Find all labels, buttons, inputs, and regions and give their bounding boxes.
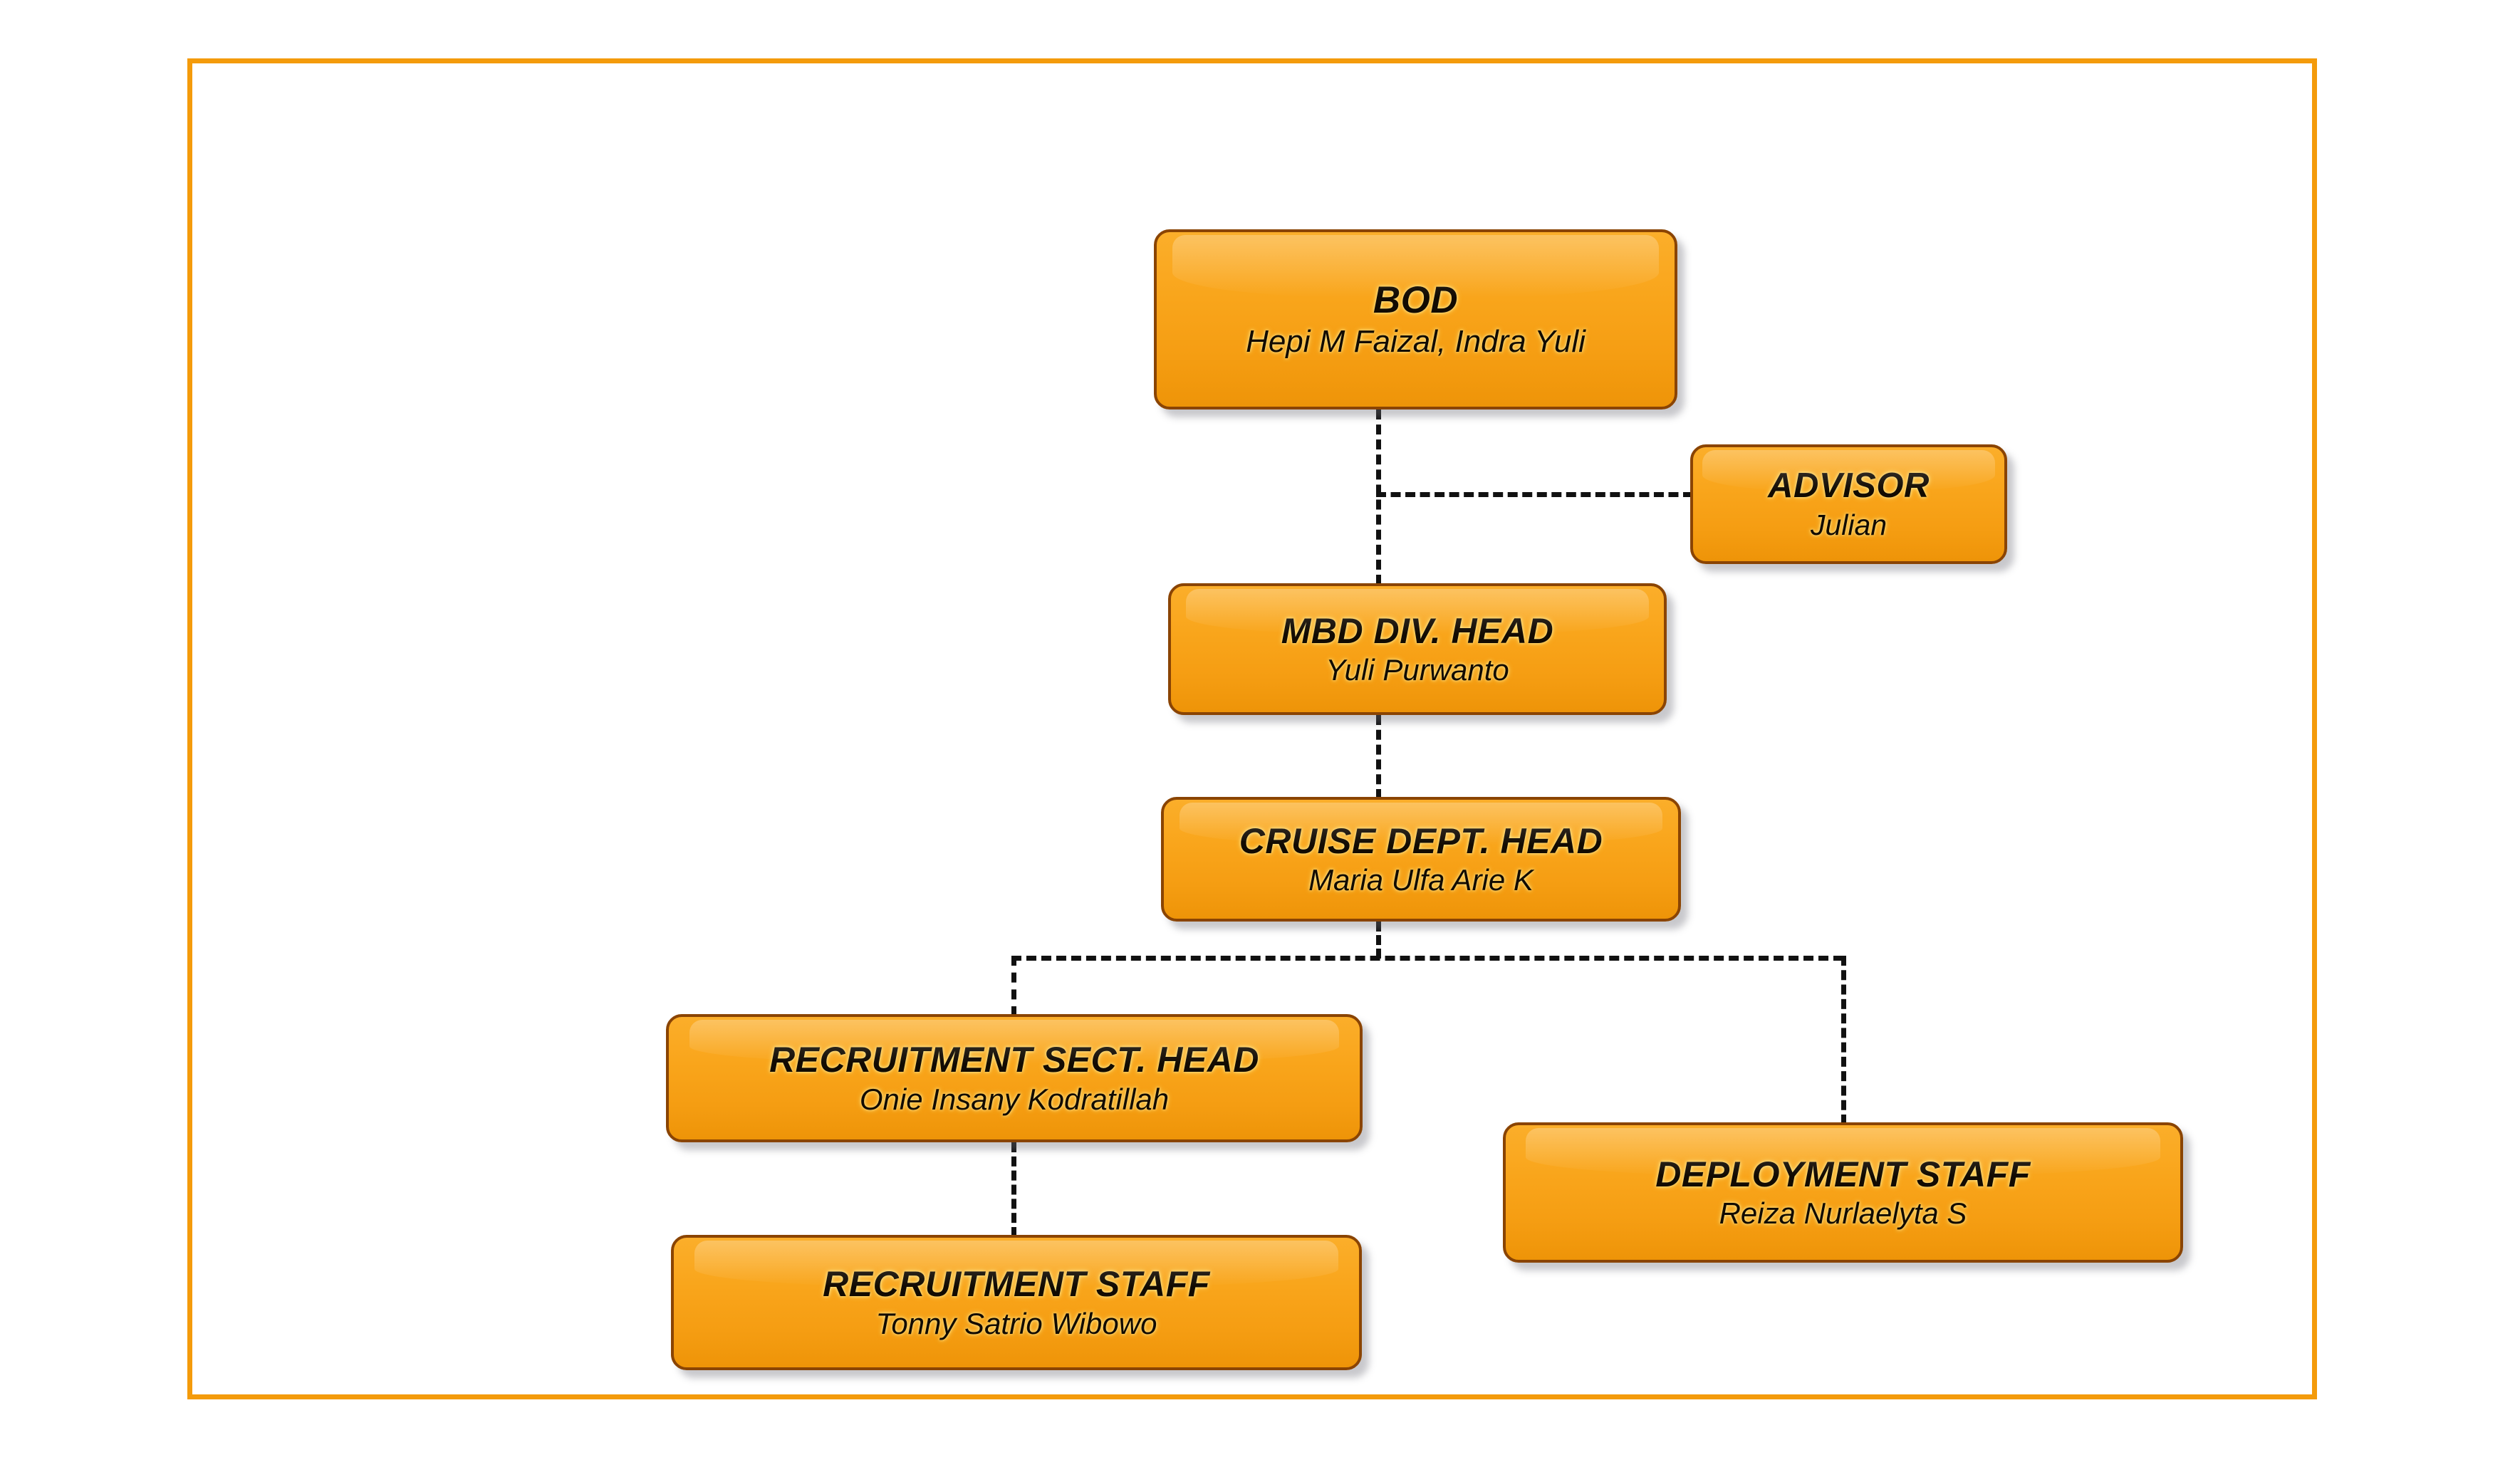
connector-bod-vertical — [1376, 409, 1381, 585]
org-node-mbd-div-head[interactable]: MBD DIV. HEAD Yuli Purwanto — [1168, 583, 1667, 715]
org-node-recruitment-staff-name: Tonny Satrio Wibowo — [875, 1306, 1157, 1340]
org-node-deployment-staff[interactable]: DEPLOYMENT STAFF Reiza Nurlaelyta S — [1503, 1122, 2183, 1263]
connector-cruise-stub — [1376, 922, 1381, 959]
org-node-cruise-dept-head-name: Maria Ulfa Arie K — [1308, 863, 1534, 897]
org-node-cruise-dept-head[interactable]: CRUISE DEPT. HEAD Maria Ulfa Arie K — [1161, 797, 1681, 922]
org-node-mbd-div-head-name: Yuli Purwanto — [1326, 653, 1509, 687]
org-node-deployment-staff-name: Reiza Nurlaelyta S — [1719, 1196, 1967, 1231]
org-node-recruitment-sect-head-title: RECRUITMENT SECT. HEAD — [769, 1040, 1259, 1080]
org-node-deployment-staff-title: DEPLOYMENT STAFF — [1655, 1154, 2031, 1194]
org-node-recruitment-sect-head[interactable]: RECRUITMENT SECT. HEAD Onie Insany Kodra… — [666, 1014, 1363, 1142]
org-node-advisor[interactable]: ADVISOR Julian — [1690, 444, 2007, 564]
org-node-recruitment-staff[interactable]: RECRUITMENT STAFF Tonny Satrio Wibowo — [671, 1235, 1362, 1370]
chart-frame-border: BOD Hepi M Faizal, Indra Yuli ADVISOR Ju… — [187, 58, 2317, 1399]
org-node-cruise-dept-head-title: CRUISE DEPT. HEAD — [1239, 820, 1603, 861]
connector-mbd-to-cruise — [1376, 715, 1381, 799]
connector-recruitment-head-to-staff — [1011, 1142, 1016, 1237]
org-node-mbd-div-head-title: MBD DIV. HEAD — [1281, 610, 1554, 651]
connector-cruise-horizontal-bus — [1011, 956, 1843, 961]
org-node-bod-title: BOD — [1373, 278, 1459, 321]
connector-bus-to-recruitment-head — [1011, 956, 1016, 1016]
connector-bod-to-advisor — [1376, 492, 1693, 497]
org-node-recruitment-staff-title: RECRUITMENT STAFF — [823, 1264, 1210, 1305]
org-node-advisor-title: ADVISOR — [1768, 466, 1930, 506]
org-node-recruitment-sect-head-name: Onie Insany Kodratillah — [859, 1082, 1170, 1116]
org-node-advisor-name: Julian — [1810, 508, 1888, 541]
org-node-bod[interactable]: BOD Hepi M Faizal, Indra Yuli — [1154, 229, 1677, 409]
org-node-bod-name: Hepi M Faizal, Indra Yuli — [1246, 323, 1586, 359]
connector-bus-to-deployment-staff — [1841, 956, 1846, 1124]
